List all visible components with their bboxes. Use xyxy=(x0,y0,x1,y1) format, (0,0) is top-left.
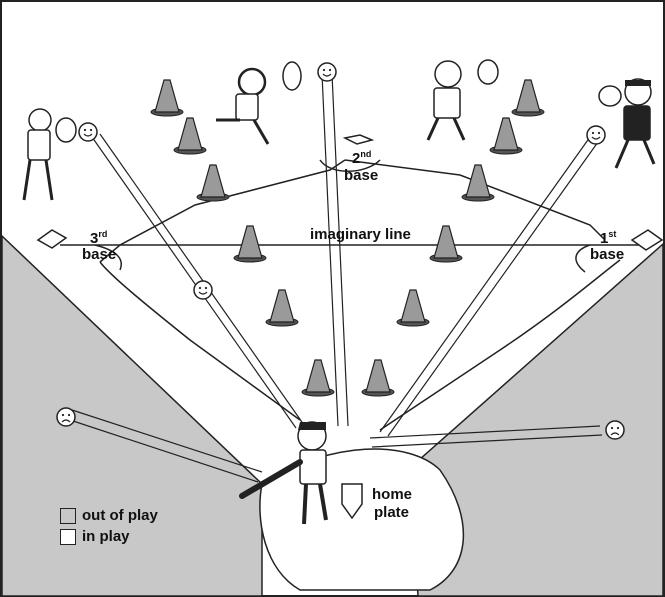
cone-icon xyxy=(150,79,184,117)
infield-line-left xyxy=(99,159,346,263)
batter-figure xyxy=(239,421,328,525)
cone-icon xyxy=(233,225,267,263)
first-base xyxy=(630,229,664,251)
smiley-ball-icon xyxy=(78,122,98,142)
infield-lower-left xyxy=(99,261,301,421)
cone-icon xyxy=(429,225,463,263)
legend-in-play: in play xyxy=(60,528,130,545)
cone-icon xyxy=(301,359,335,397)
cone-icon xyxy=(265,289,299,327)
third-base-label: 3rd xyxy=(90,229,107,247)
cone-icon xyxy=(196,164,230,202)
cone-icon xyxy=(489,117,523,155)
imaginary-line-label: imaginary line xyxy=(310,226,411,243)
out-of-play-swatch xyxy=(60,507,76,524)
infield-lower-right xyxy=(379,259,621,431)
first-base-cutout xyxy=(575,244,591,273)
smiley-ball-icon xyxy=(193,280,213,300)
second-base-cutout xyxy=(319,159,381,172)
out-of-play-right xyxy=(409,242,664,597)
frowny-ball-icon xyxy=(605,420,625,440)
out-of-play-left xyxy=(1,234,263,597)
fielder-figure xyxy=(216,61,302,145)
flight-paths xyxy=(69,73,603,483)
cone-icon xyxy=(511,79,545,117)
smiley-ball-icon xyxy=(586,125,606,145)
in-play-swatch xyxy=(60,528,76,545)
home-plate-label-line1: home xyxy=(372,486,412,503)
legend-out-of-play: out of play xyxy=(60,507,158,524)
infield-line-right xyxy=(344,159,606,241)
first-base-label: 1st xyxy=(600,229,616,247)
cone-icon xyxy=(361,359,395,397)
second-base-label: 2nd xyxy=(352,149,371,167)
cone-icon xyxy=(173,117,207,155)
third-base-cutout xyxy=(94,244,122,271)
ball-group xyxy=(56,62,625,440)
fielder-figure xyxy=(598,78,656,169)
smiley-ball-icon xyxy=(317,62,337,82)
cone-group xyxy=(150,79,545,397)
cone-icon xyxy=(396,289,430,327)
second-base-word: base xyxy=(344,167,378,184)
legend-out-of-play-label: out of play xyxy=(82,507,158,524)
fielder-figure xyxy=(22,108,77,201)
cone-icon xyxy=(461,164,495,202)
legend-in-play-label: in play xyxy=(82,528,130,545)
first-base-word: base xyxy=(590,246,624,263)
third-base-word: base xyxy=(82,246,116,263)
home-plate xyxy=(341,483,363,520)
home-plate-label-line2: plate xyxy=(374,504,409,521)
third-base xyxy=(36,229,68,249)
frowny-ball-icon xyxy=(56,407,76,427)
fielder-figure xyxy=(426,59,499,141)
second-base xyxy=(342,134,375,145)
